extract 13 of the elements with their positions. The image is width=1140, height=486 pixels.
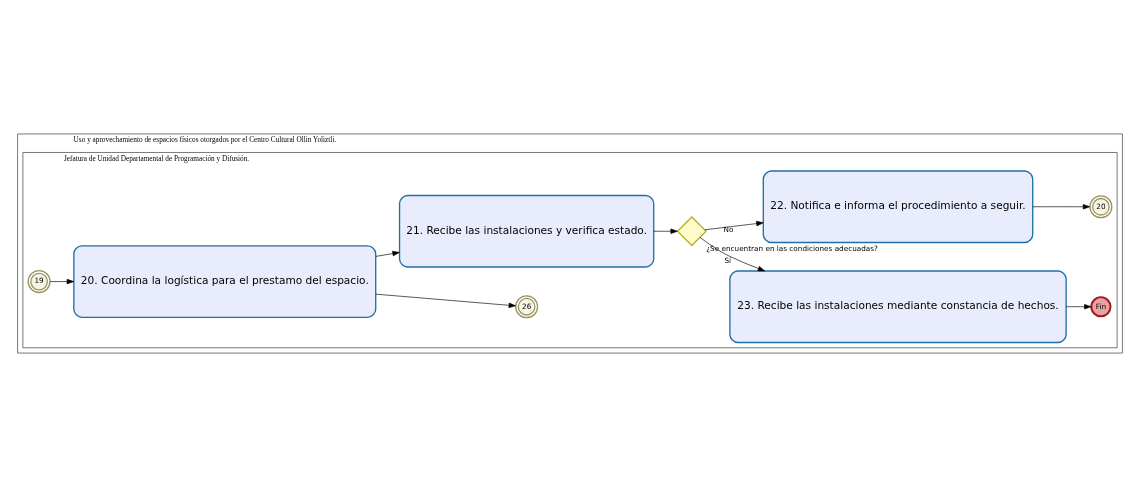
arrow (49, 278, 75, 284)
arrow (699, 236, 766, 271)
node-box: 22. Notifica e informa el procedimiento a seguir. (762, 169, 1034, 243)
node-box: 21. Recibe las instalaciones y verifica estado. (398, 194, 655, 268)
arrow (653, 228, 678, 234)
node-box: 20. Coordina la logística para el prestamo del espacio. (73, 244, 377, 318)
node-diamond (676, 215, 707, 246)
node-box: 23. Recibe las instalaciones mediante constancia de hechos. (729, 269, 1067, 343)
arrow (375, 293, 516, 308)
arrow (375, 250, 400, 257)
arrow (1065, 303, 1092, 309)
arrow (1032, 203, 1091, 209)
arrow (704, 220, 764, 230)
